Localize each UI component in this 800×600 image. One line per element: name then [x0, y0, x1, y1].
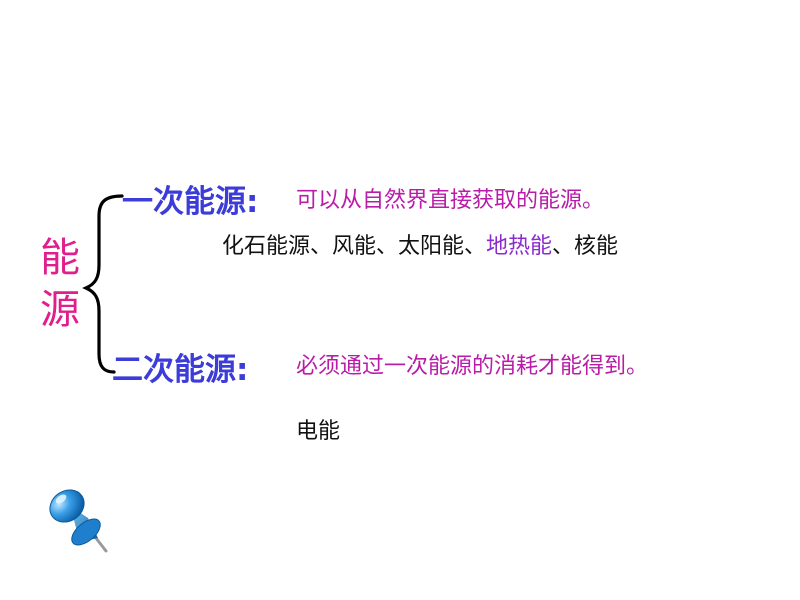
examples-part-2: 、核能: [552, 234, 619, 259]
secondary-energy-heading: 二次能源:: [112, 344, 248, 389]
secondary-energy-examples: 电能: [296, 419, 341, 444]
secondary-energy-colon: :: [236, 352, 249, 388]
title-char-1: 能: [40, 235, 80, 281]
primary-energy-examples: 化石能源、风能、太阳能、地热能、核能: [222, 228, 618, 260]
secondary-energy-description: 必须通过一次能源的消耗才能得到。: [296, 354, 649, 379]
page-title: 能 源: [38, 232, 82, 336]
primary-energy-heading: 一次能源:: [122, 176, 258, 221]
primary-energy-colon: :: [246, 184, 259, 220]
primary-energy-label: 一次能源: [122, 184, 246, 220]
examples-highlight: 地热能: [486, 234, 553, 259]
examples-part-1: 化石能源、风能、太阳能、: [222, 234, 487, 259]
title-char-2: 源: [40, 287, 80, 333]
secondary-energy-label: 二次能源: [112, 352, 236, 388]
primary-energy-description: 可以从自然界直接获取的能源。: [296, 188, 605, 213]
